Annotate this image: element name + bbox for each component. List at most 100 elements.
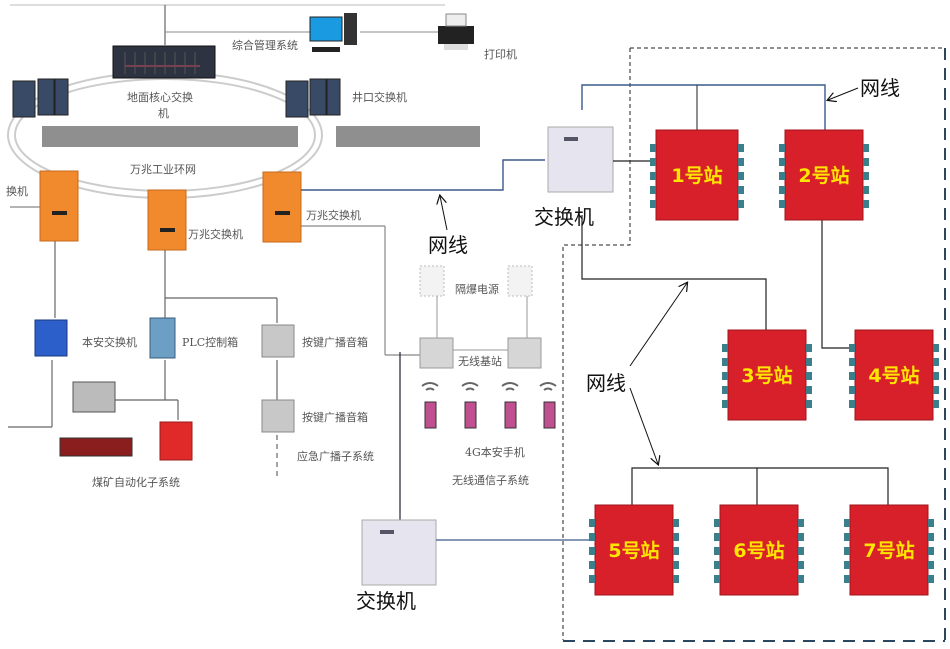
arrow-icon — [440, 196, 448, 231]
cable-line — [581, 84, 826, 130]
phone-4g-label: 4G本安手机 — [465, 445, 525, 459]
left-switch-label: 换机 — [6, 184, 28, 198]
connector-port-icon — [714, 519, 720, 527]
connector-port-icon — [714, 533, 720, 541]
station-7: 7号站 — [844, 504, 934, 596]
wireless-comm-label: 无线通信子系统 — [452, 473, 529, 487]
connector-port-icon — [928, 561, 934, 569]
connector-port-icon — [844, 547, 850, 555]
station-label: 2号站 — [798, 164, 849, 187]
connector-port-icon — [673, 533, 679, 541]
connector-port-icon — [722, 386, 728, 394]
connector-port-icon — [673, 561, 679, 569]
connector-port-icon — [714, 547, 720, 555]
connector-port-icon — [928, 575, 934, 583]
automation-label: 煤矿自动化子系统 — [92, 475, 180, 489]
connector-port-icon — [722, 400, 728, 408]
mine-switch-right — [262, 171, 302, 243]
industrial-switch-wellhead — [285, 78, 341, 118]
cable-label-top-right: 网线 — [860, 76, 900, 100]
connector-port-icon — [844, 575, 850, 583]
station-box — [854, 329, 934, 421]
connector-port-icon — [933, 400, 939, 408]
broadcast-speaker-2-device — [261, 399, 295, 433]
cable-line — [821, 220, 852, 349]
connector-port-icon — [589, 575, 595, 583]
connector-port-icon — [849, 386, 855, 394]
plc-box-label: PLC控制箱 — [182, 335, 238, 349]
connector-port-icon — [806, 400, 812, 408]
power-supply-device — [419, 265, 445, 297]
connector-port-icon — [722, 372, 728, 380]
connector-port-icon — [714, 561, 720, 569]
arrow-icon — [629, 283, 687, 367]
arrow-icon — [629, 387, 658, 464]
core-switch-device — [112, 45, 216, 79]
connector-port-icon — [806, 344, 812, 352]
connector-port-icon — [806, 358, 812, 366]
connector-port-icon — [849, 372, 855, 380]
station-box — [849, 504, 929, 596]
mine-switch-mid — [147, 189, 187, 251]
cable-line — [581, 215, 767, 330]
base-station-device — [419, 337, 454, 369]
compressor-device — [72, 381, 116, 413]
starter-device — [159, 421, 193, 461]
connector-port-icon — [928, 547, 934, 555]
connector-port-icon — [779, 186, 785, 194]
connector-port-icon — [933, 358, 939, 366]
connector-port-icon — [844, 533, 850, 541]
cable-label-middle: 网线 — [428, 233, 468, 257]
broadcast-speaker-1-device — [261, 324, 295, 358]
connector-port-icon — [738, 158, 744, 166]
connector-port-icon — [806, 386, 812, 394]
core-switch-label: 地面核心交换 — [127, 90, 193, 104]
connector-port-icon — [650, 144, 656, 152]
station-box — [727, 329, 807, 421]
connector-port-icon — [673, 547, 679, 555]
connector-port-icon — [650, 186, 656, 194]
connector-port-icon — [806, 372, 812, 380]
signal-icons — [421, 382, 557, 391]
connector-port-icon — [589, 561, 595, 569]
connector-port-icon — [863, 186, 869, 194]
printer-icon — [438, 13, 474, 50]
gray-bar-right — [336, 126, 480, 147]
connector-port-icon — [722, 358, 728, 366]
connector-port-icon — [798, 519, 804, 527]
station-label: 6号站 — [733, 539, 784, 562]
management-system-label: 综合管理系统 — [232, 38, 298, 52]
connector-port-icon — [722, 344, 728, 352]
connector-port-icon — [589, 519, 595, 527]
station-box — [594, 504, 674, 596]
station-box — [784, 129, 864, 221]
station-box — [719, 504, 799, 596]
ring-network-label: 万兆工业环网 — [130, 163, 196, 176]
connector-port-icon — [933, 386, 939, 394]
wellhead-switch-label: 井口交换机 — [352, 90, 407, 104]
station-3: 3号站 — [722, 329, 812, 421]
connector-port-icon — [589, 547, 595, 555]
arrow-icon — [828, 87, 859, 100]
intrinsic-switch-device — [34, 319, 68, 357]
phone-icons — [424, 401, 556, 429]
computer-icon — [309, 13, 357, 52]
cable-line — [301, 159, 545, 191]
industrial-switch-left — [12, 78, 69, 118]
connector-port-icon — [673, 519, 679, 527]
connector-port-icon — [650, 172, 656, 180]
connector-port-icon — [738, 144, 744, 152]
connector-port-icon — [798, 533, 804, 541]
broadcast-speaker-1-label: 按键广播音箱 — [302, 335, 368, 349]
connector-port-icon — [650, 158, 656, 166]
connector-port-icon — [779, 200, 785, 208]
station-label: 3号站 — [741, 364, 792, 387]
station-label: 5号站 — [608, 539, 659, 562]
connector-port-icon — [714, 575, 720, 583]
station-5: 5号站 — [589, 504, 679, 596]
station-6: 6号站 — [714, 504, 804, 596]
connector-port-icon — [589, 533, 595, 541]
station-label: 4号站 — [868, 364, 919, 387]
connector-port-icon — [738, 186, 744, 194]
